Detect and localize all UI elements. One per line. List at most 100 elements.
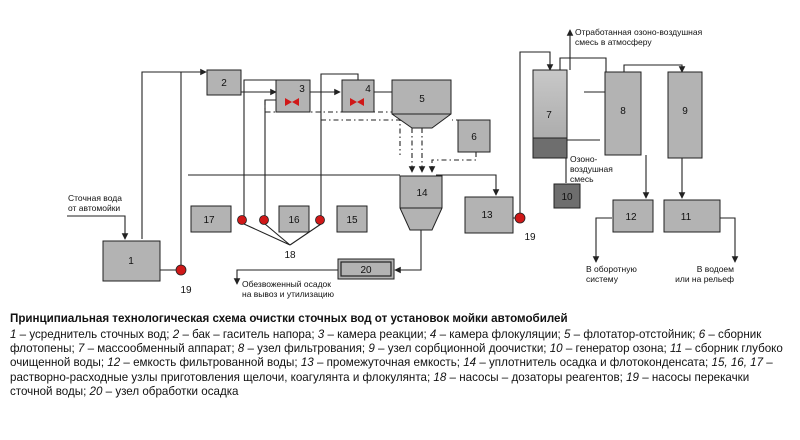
- legend-text: – узел сорбционной доочистки;: [374, 342, 550, 356]
- pump-icon: [259, 215, 269, 225]
- process-flow-diagram: 1 2 3 4 5 6 7 8 9 10 11 1: [67, 27, 739, 299]
- valve-icon: [285, 98, 299, 106]
- legend-text: – камера флокуляции;: [436, 328, 564, 341]
- legend-number: 3: [317, 328, 325, 341]
- legend-number: 10: [549, 342, 563, 356]
- unit-11: 11: [663, 199, 721, 233]
- svg-text:1: 1: [128, 256, 134, 267]
- legend-text: – уплотнитель осадка и флотоконденсата;: [476, 356, 712, 370]
- svg-text:9: 9: [682, 106, 688, 117]
- unit-5: 5: [391, 79, 452, 129]
- unit-17: 17: [190, 205, 232, 233]
- svg-text:13: 13: [481, 210, 493, 221]
- pump-icon: [315, 215, 325, 225]
- legend-text: – растворно-расходные узлы приготовления…: [10, 356, 773, 384]
- unit-13: 13: [464, 196, 514, 234]
- legend-number: 8: [237, 342, 245, 356]
- inlet-label: от автомойки: [68, 203, 120, 213]
- legend-number: 5: [564, 328, 571, 341]
- pump-label-18: 18: [284, 250, 296, 261]
- unit-16: 16: [278, 205, 310, 233]
- unit-14: 14: [399, 175, 443, 231]
- legend-text: – промежуточная емкость;: [313, 356, 464, 370]
- figure-caption: Принципиальная технологическая схема очи…: [10, 312, 792, 399]
- legend-number: 2: [172, 328, 180, 341]
- legend-text: – камера реакции;: [324, 328, 430, 341]
- svg-text:12: 12: [625, 212, 637, 223]
- pump-icon: [237, 215, 247, 225]
- legend-number: 12: [107, 356, 121, 370]
- valve-icon: [350, 98, 364, 106]
- legend-text: – сборник глубоко очищенной воды;: [10, 342, 783, 370]
- legend-text: – насосы – дозаторы реагентов;: [446, 370, 627, 384]
- unit-4: 4: [341, 79, 375, 113]
- exhaust-label: смесь в атмосферу: [575, 37, 652, 47]
- svg-text:16: 16: [288, 215, 300, 226]
- inlet-label: Сточная вода: [68, 193, 122, 203]
- pipelines: [67, 29, 739, 285]
- legend-number: 9: [368, 342, 375, 356]
- legend-number: 1: [10, 328, 17, 341]
- ozone-label: воздушная: [570, 164, 613, 174]
- svg-text:11: 11: [681, 212, 692, 223]
- legend-number: 15, 16, 17: [711, 356, 764, 370]
- unit-2: 2: [206, 69, 242, 96]
- unit-3: 3: [275, 79, 311, 113]
- exhaust-label: Отработанная озоно-воздушная: [575, 27, 703, 37]
- svg-text:6: 6: [471, 132, 477, 143]
- recycle-label: систему: [586, 274, 619, 284]
- unit-10: 10: [553, 183, 581, 209]
- legend-number: 14: [463, 356, 477, 370]
- svg-text:7: 7: [546, 110, 552, 121]
- svg-text:14: 14: [416, 188, 428, 199]
- unit-1: 1: [102, 240, 161, 282]
- caption-legend: 1 – усреднитель сточных вод; 2 – бак – г…: [10, 328, 792, 399]
- legend-text: – бак – гаситель напора;: [179, 328, 318, 341]
- legend-number: 13: [300, 356, 314, 370]
- legend-number: 20: [89, 384, 103, 398]
- legend-text: – узел фильтрования;: [244, 342, 369, 356]
- discharge-label: В водоем: [697, 264, 734, 274]
- svg-text:17: 17: [203, 215, 215, 226]
- discharge-label: или на рельеф: [675, 274, 734, 284]
- legend-number: 7: [77, 342, 85, 356]
- legend-number: 11: [669, 342, 683, 356]
- ozone-label: смесь: [570, 174, 594, 184]
- legend-text: – насосы перекачки сточной воды;: [10, 370, 750, 398]
- recycle-label: В оборотную: [586, 264, 637, 274]
- svg-text:8: 8: [620, 106, 626, 117]
- caption-title: Принципиальная технологическая схема очи…: [10, 312, 568, 325]
- legend-text: – генератор озона;: [562, 342, 670, 356]
- svg-text:2: 2: [221, 78, 227, 89]
- pump-icon: [514, 212, 526, 224]
- unit-7: 7: [532, 69, 568, 159]
- unit-15: 15: [336, 205, 368, 233]
- legend-text: – массообменный аппарат;: [84, 342, 238, 356]
- sludge-label: на вывоз и утилизацию: [242, 289, 335, 299]
- ozone-label: Озоно-: [570, 154, 598, 164]
- unit-8: 8: [604, 71, 642, 156]
- svg-text:20: 20: [360, 265, 372, 276]
- pump-label-19-left: 19: [180, 285, 192, 296]
- legend-text: – сборник флотопены;: [10, 328, 762, 356]
- sludge-label: Обезвоженный осадок: [242, 279, 331, 289]
- unit-6: 6: [457, 119, 491, 153]
- legend-text: – емкость фильтрованной воды;: [120, 356, 301, 370]
- legend-text: – усреднитель сточных вод;: [16, 328, 173, 341]
- legend-number: 6: [698, 328, 706, 341]
- unit-12: 12: [612, 199, 654, 233]
- legend-text: – узел обработки осадка: [102, 384, 239, 398]
- svg-text:3: 3: [299, 84, 305, 95]
- svg-text:4: 4: [365, 84, 371, 95]
- legend-text: – флотатор-отстойник;: [570, 328, 699, 341]
- pump-icon: [175, 264, 187, 276]
- legend-number: 4: [429, 328, 437, 341]
- unit-9: 9: [667, 71, 703, 159]
- unit-20: 20: [337, 258, 395, 280]
- svg-text:10: 10: [561, 192, 573, 203]
- svg-text:15: 15: [346, 215, 358, 226]
- legend-number: 19: [626, 370, 639, 384]
- svg-text:5: 5: [419, 94, 425, 105]
- pump-label-19-right: 19: [524, 232, 536, 243]
- legend-number: 18: [433, 370, 447, 384]
